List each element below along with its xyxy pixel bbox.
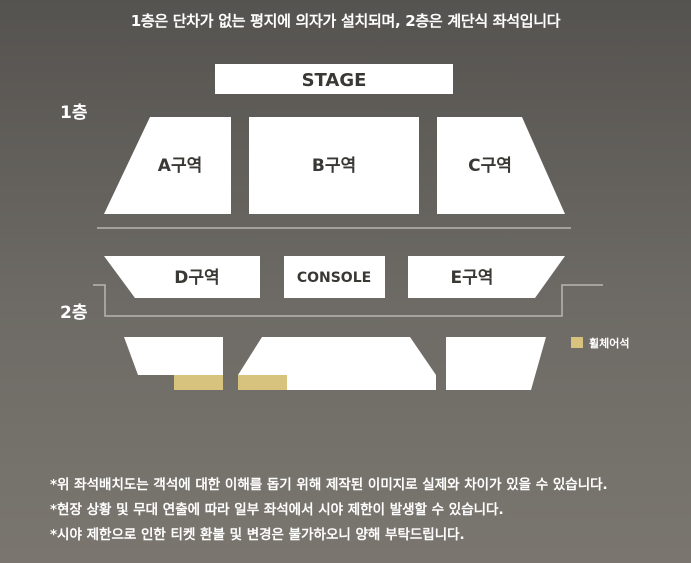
zone-d[interactable] bbox=[104, 256, 260, 298]
console-area bbox=[284, 256, 385, 298]
wheelchair-legend-label: 휠체어석 bbox=[589, 337, 630, 350]
stage bbox=[215, 64, 453, 94]
zone-e[interactable] bbox=[408, 256, 565, 298]
floor-2-label: 2층 bbox=[60, 303, 88, 323]
balcony-right-section[interactable] bbox=[446, 337, 546, 390]
console-label: CONSOLE bbox=[297, 270, 371, 286]
balcony-center-section[interactable] bbox=[238, 337, 436, 390]
zone-b[interactable] bbox=[249, 117, 419, 214]
wheelchair-legend-swatch bbox=[571, 337, 583, 348]
zone-e-label: E구역 bbox=[451, 268, 494, 288]
zone-c[interactable] bbox=[437, 117, 565, 214]
balcony-outline bbox=[93, 284, 603, 317]
wheelchair-seat-left[interactable] bbox=[174, 375, 223, 390]
note-item: *현장 상황 및 무대 연출에 따라 일부 좌석에서 시야 제한이 발생할 수 … bbox=[50, 502, 504, 518]
notes-list: *위 좌석배치도는 객석에 대한 이해를 돕기 위해 제작된 이미지로 실제와 … bbox=[50, 476, 608, 551]
zone-b-label: B구역 bbox=[312, 156, 356, 176]
zone-d-label: D구역 bbox=[174, 268, 219, 288]
zone-c-label: C구역 bbox=[468, 156, 512, 176]
stage-label: STAGE bbox=[302, 70, 367, 91]
wheelchair-seat-center[interactable] bbox=[238, 375, 287, 390]
zone-a[interactable] bbox=[104, 117, 231, 214]
page-headline: 1층은 단차가 없는 평지에 의자가 설치되며, 2층은 계단식 좌석입니다 bbox=[130, 12, 561, 30]
note-item: *위 좌석배치도는 객석에 대한 이해를 돕기 위해 제작된 이미지로 실제와 … bbox=[50, 477, 608, 493]
balcony-center-lower bbox=[287, 375, 317, 390]
note-item: *시야 제한으로 인한 티켓 환불 및 변경은 불가하오니 양해 부탁드립니다. bbox=[50, 527, 465, 543]
floor-1-label: 1층 bbox=[60, 103, 88, 123]
zone-a-label: A구역 bbox=[158, 156, 202, 176]
